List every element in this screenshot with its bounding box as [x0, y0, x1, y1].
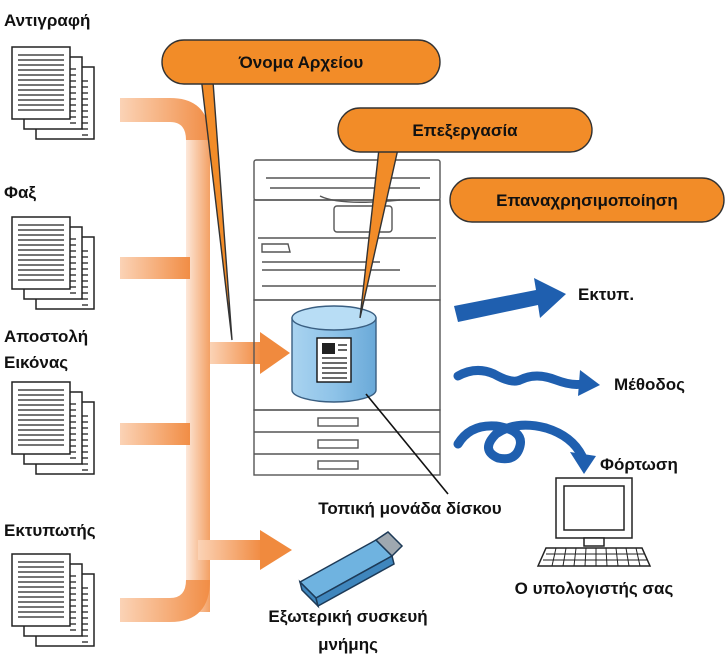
source-scan-label-line2: Εικόνας [4, 353, 68, 372]
method-arrowhead-icon [578, 370, 600, 396]
callout-process: Επεξεργασία [337, 107, 593, 319]
source-fax: Φαξ [4, 183, 95, 310]
local-disk-label: Τοπική μονάδα δίσκου [318, 499, 501, 518]
external-memory-label-line2: μνήμης [318, 635, 378, 654]
usb-memory-icon [298, 531, 404, 609]
source-printer: Εκτυπωτής [4, 521, 96, 647]
callout-file-name-text: Όνομα Αρχείου [238, 53, 364, 72]
callout-reuse: Επαναχρησιμοποίηση [449, 177, 725, 223]
flow-path [120, 98, 292, 622]
source-scan-label-line1: Αποστολή [4, 327, 88, 346]
external-memory-label-line1: Εξωτερική συσκευή [268, 607, 427, 626]
output-method-label: Μέθοδος [614, 375, 685, 394]
source-scan: Αποστολή Εικόνας [4, 327, 95, 475]
print-arrow-icon [454, 278, 566, 322]
local-disk-leader [365, 393, 449, 495]
callout-reuse-text: Επαναχρησιμοποίηση [496, 191, 678, 210]
source-copy-label: Αντιγραφή [4, 11, 90, 30]
callout-process-text: Επεξεργασία [412, 121, 518, 140]
source-copy: Αντιγραφή [4, 11, 95, 140]
callout-file-name: Όνομα Αρχείου [161, 39, 441, 341]
source-printer-label: Εκτυπωτής [4, 521, 96, 540]
output-download-label: Φόρτωση [600, 455, 678, 474]
source-fax-label: Φαξ [4, 183, 36, 202]
download-arrow-icon [453, 420, 587, 464]
computer-label: Ο υπολογιστής σας [515, 579, 674, 598]
download-arrowhead-icon [570, 452, 596, 474]
mfp-machine [253, 159, 441, 476]
method-arrow-icon [453, 366, 587, 389]
computer-icon [536, 477, 652, 567]
local-disk-icon [291, 305, 377, 403]
output-print-label: Εκτυπ. [578, 285, 634, 304]
